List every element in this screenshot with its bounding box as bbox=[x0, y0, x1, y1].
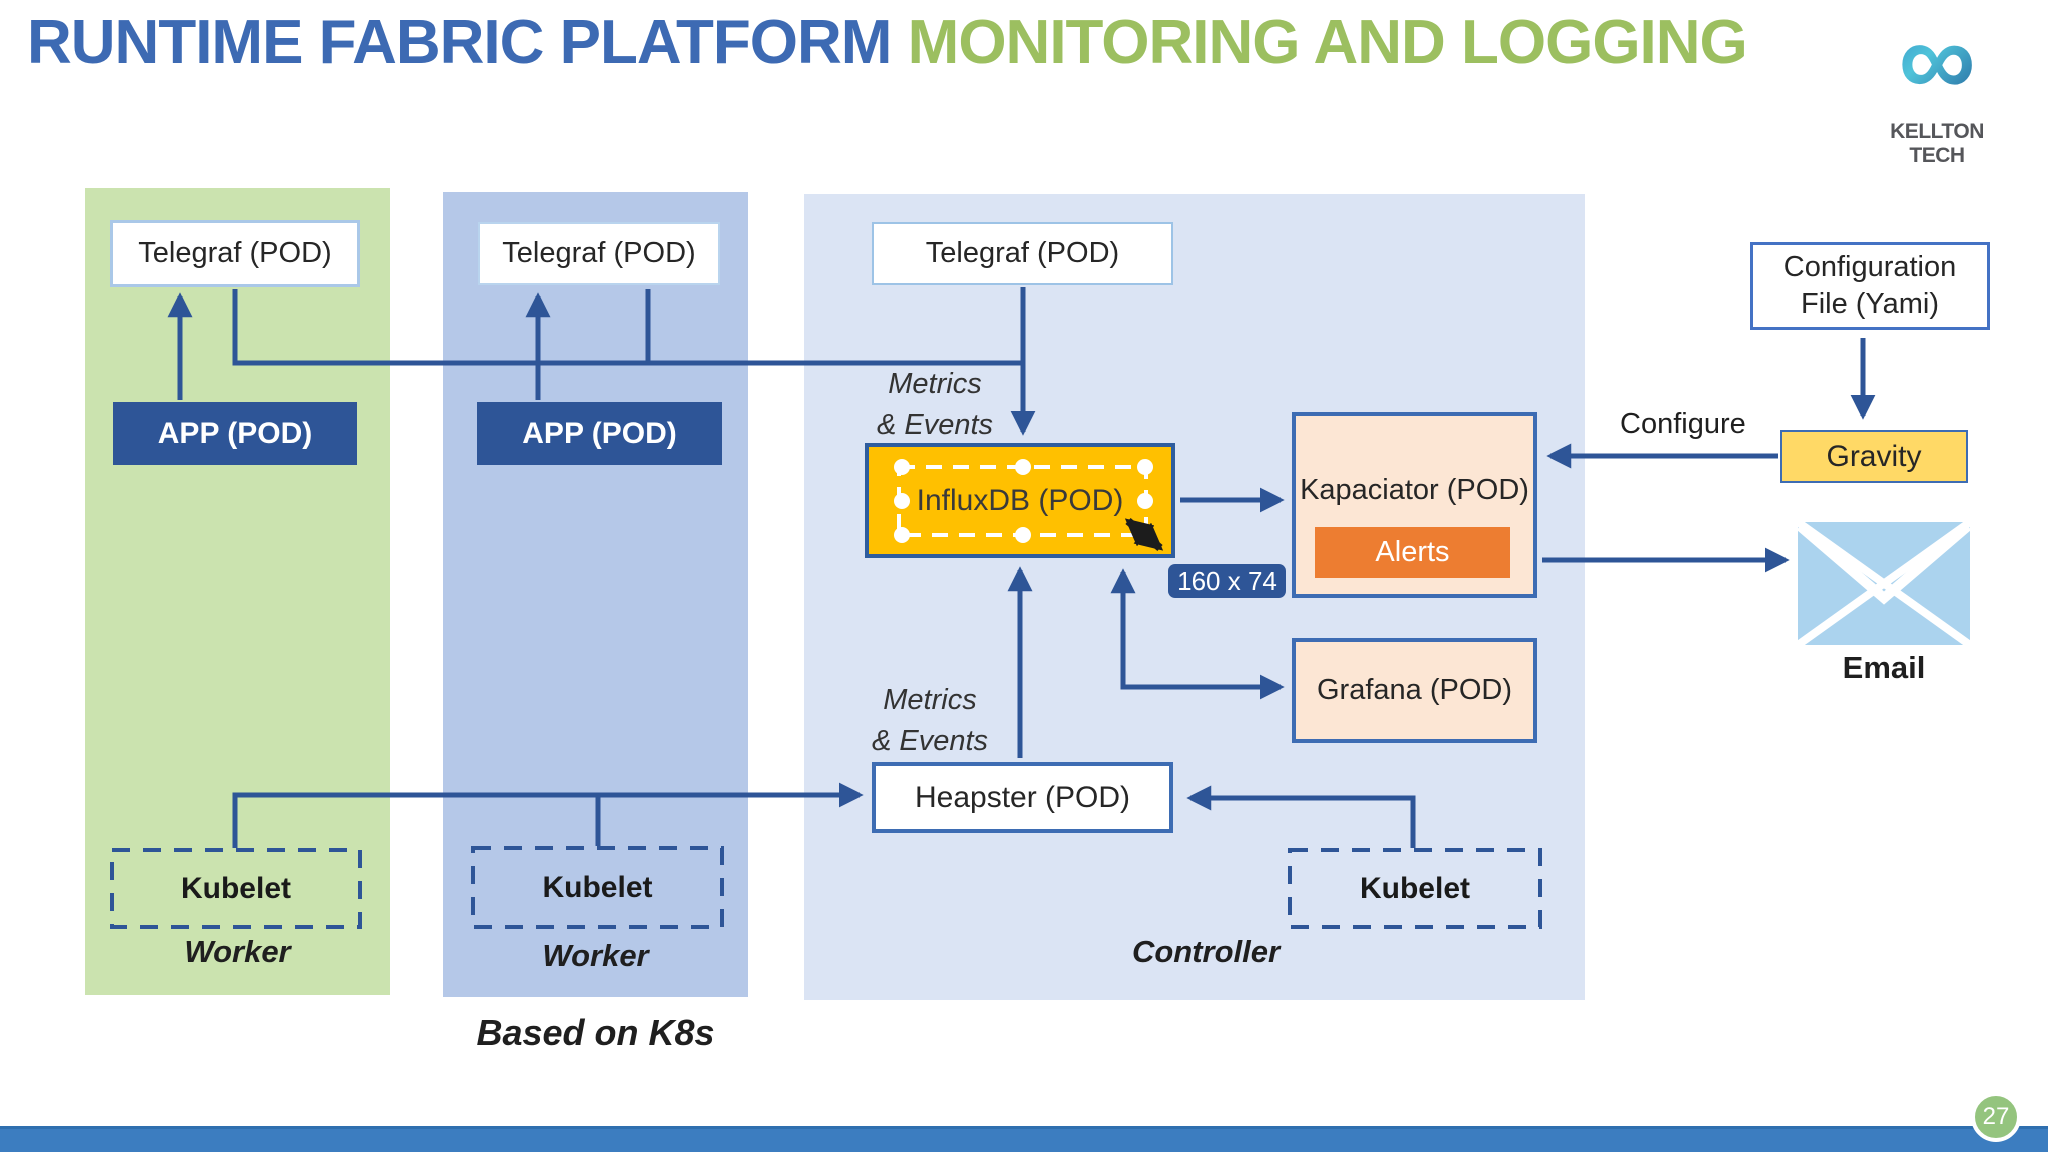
kubelet3-box: Kubelet bbox=[1290, 850, 1540, 927]
metrics-line2: & Events bbox=[871, 725, 989, 757]
configfile-line1: Configuration bbox=[1783, 251, 1957, 283]
kubelet2-box: Kubelet bbox=[473, 848, 722, 927]
gravity-box: Gravity bbox=[1780, 430, 1968, 483]
kubelet3-text: Kubelet bbox=[1359, 871, 1470, 905]
telegraf2-label: Telegraf (POD) bbox=[502, 237, 696, 269]
telegraf3-label: Telegraf (POD) bbox=[925, 237, 1120, 269]
page-number: 27 bbox=[1982, 1103, 2010, 1130]
telegraf1-box: Telegraf (POD) bbox=[110, 220, 360, 287]
footer-bar bbox=[0, 1126, 2048, 1152]
grafana-label: Grafana (POD) bbox=[1317, 674, 1512, 706]
kubelet1-box: Kubelet bbox=[112, 850, 360, 927]
alerts-box: Alerts bbox=[1315, 527, 1510, 578]
configuration-file-box: Configuration File (Yami) bbox=[1750, 242, 1990, 330]
alerts-label: Alerts bbox=[1375, 536, 1450, 568]
email-label: Email bbox=[1842, 650, 1926, 685]
metrics-line2: & Events bbox=[876, 409, 994, 441]
page-title-part2: MONITORING AND LOGGING bbox=[907, 8, 1748, 77]
telegraf1-label: Telegraf (POD) bbox=[138, 237, 332, 269]
app1-box: APP (POD) bbox=[113, 402, 357, 465]
controller-section-label: Controller bbox=[1131, 934, 1281, 969]
page-title: RUNTIME FABRIC PLATFORM MONITORING AND L… bbox=[27, 8, 1748, 78]
configure-label: Configure bbox=[1620, 408, 1746, 440]
heapster-label: Heapster (POD) bbox=[914, 780, 1131, 814]
configfile-line2: File (Yami) bbox=[1800, 288, 1940, 320]
logo-brand-text: KELLTON TECH bbox=[1890, 120, 1984, 167]
worker2-section-label: Worker bbox=[542, 938, 649, 973]
page-number-badge: 27 bbox=[1971, 1092, 2021, 1142]
telegraf2-box: Telegraf (POD) bbox=[478, 222, 720, 285]
app2-label: APP (POD) bbox=[522, 416, 677, 450]
app2-box: APP (POD) bbox=[477, 402, 722, 465]
heapster-box: Heapster (POD) bbox=[872, 762, 1173, 833]
grafana-box: Grafana (POD) bbox=[1292, 638, 1537, 743]
metrics-events-label-top: Metrics & Events bbox=[860, 364, 1010, 446]
based-on-k8s-label: Based on K8s bbox=[476, 1012, 715, 1053]
gravity-label: Gravity bbox=[1826, 439, 1922, 473]
page-title-part1: RUNTIME FABRIC PLATFORM bbox=[27, 8, 908, 77]
telegraf3-box: Telegraf (POD) bbox=[872, 222, 1173, 285]
kubelet1-text: Kubelet bbox=[180, 871, 291, 905]
kellton-logo: ∞ KELLTON TECH bbox=[1862, 0, 2012, 168]
metrics-line1: Metrics bbox=[883, 684, 977, 716]
email-envelope-icon bbox=[1795, 518, 1973, 649]
metrics-events-label-bottom: Metrics & Events bbox=[855, 680, 1005, 762]
kapaciator-label: Kapaciator (POD) bbox=[1300, 474, 1529, 506]
app1-label: APP (POD) bbox=[157, 416, 313, 450]
influxdb-box[interactable]: InfluxDB (POD) bbox=[865, 443, 1175, 558]
infinity-logo-icon: ∞ bbox=[1862, 0, 2012, 118]
metrics-line1: Metrics bbox=[888, 368, 982, 400]
influxdb-label: InfluxDB (POD) bbox=[916, 483, 1124, 517]
worker1-section-label: Worker bbox=[184, 934, 291, 969]
resize-size-badge: 160 x 74 bbox=[1168, 564, 1286, 598]
kubelet2-text: Kubelet bbox=[542, 870, 653, 904]
